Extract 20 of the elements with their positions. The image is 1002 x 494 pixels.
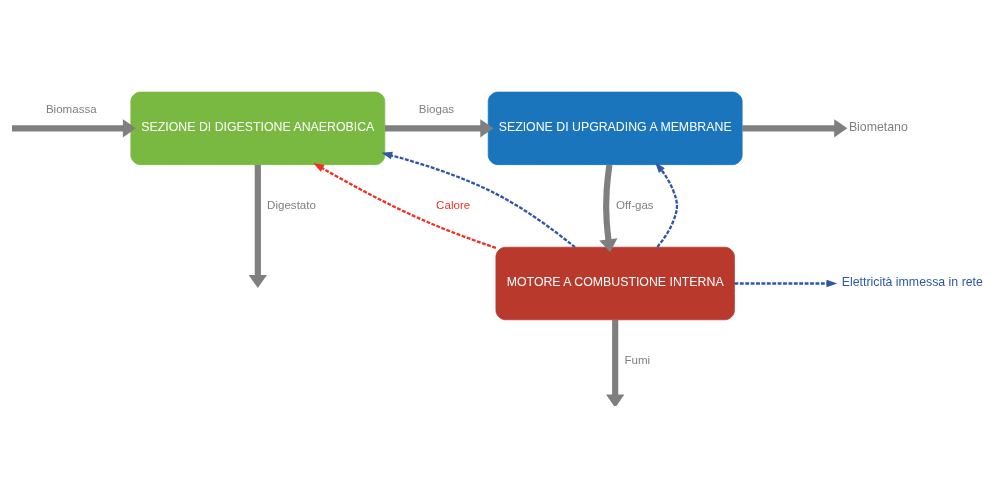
edge-label: Digestato xyxy=(267,198,316,211)
arrow xyxy=(381,151,576,248)
arrow xyxy=(599,163,618,252)
arrow xyxy=(606,319,625,406)
arrow xyxy=(734,279,838,287)
edge-label: Calore xyxy=(436,198,471,211)
node-box: SEZIONE DI DIGESTIONE ANAEROBICA xyxy=(130,91,386,165)
arrow xyxy=(742,118,848,138)
edge-label: Biogas xyxy=(418,102,455,115)
node-box: MOTORE A COMBUSTIONE INTERNA xyxy=(495,246,735,320)
node-box: SEZIONE DI UPGRADING A MEMBRANE xyxy=(487,91,743,165)
edge-label: Biomassa xyxy=(45,102,97,115)
arrow xyxy=(384,118,494,138)
edge-label: Fumi xyxy=(624,353,651,366)
node-text: Elettricità immessa in rete xyxy=(841,274,983,289)
arrow xyxy=(655,161,679,248)
edge-label: Off-gas xyxy=(615,198,654,211)
arrow xyxy=(313,162,497,249)
node-text: Biometano xyxy=(848,119,908,134)
arrow xyxy=(248,164,267,288)
